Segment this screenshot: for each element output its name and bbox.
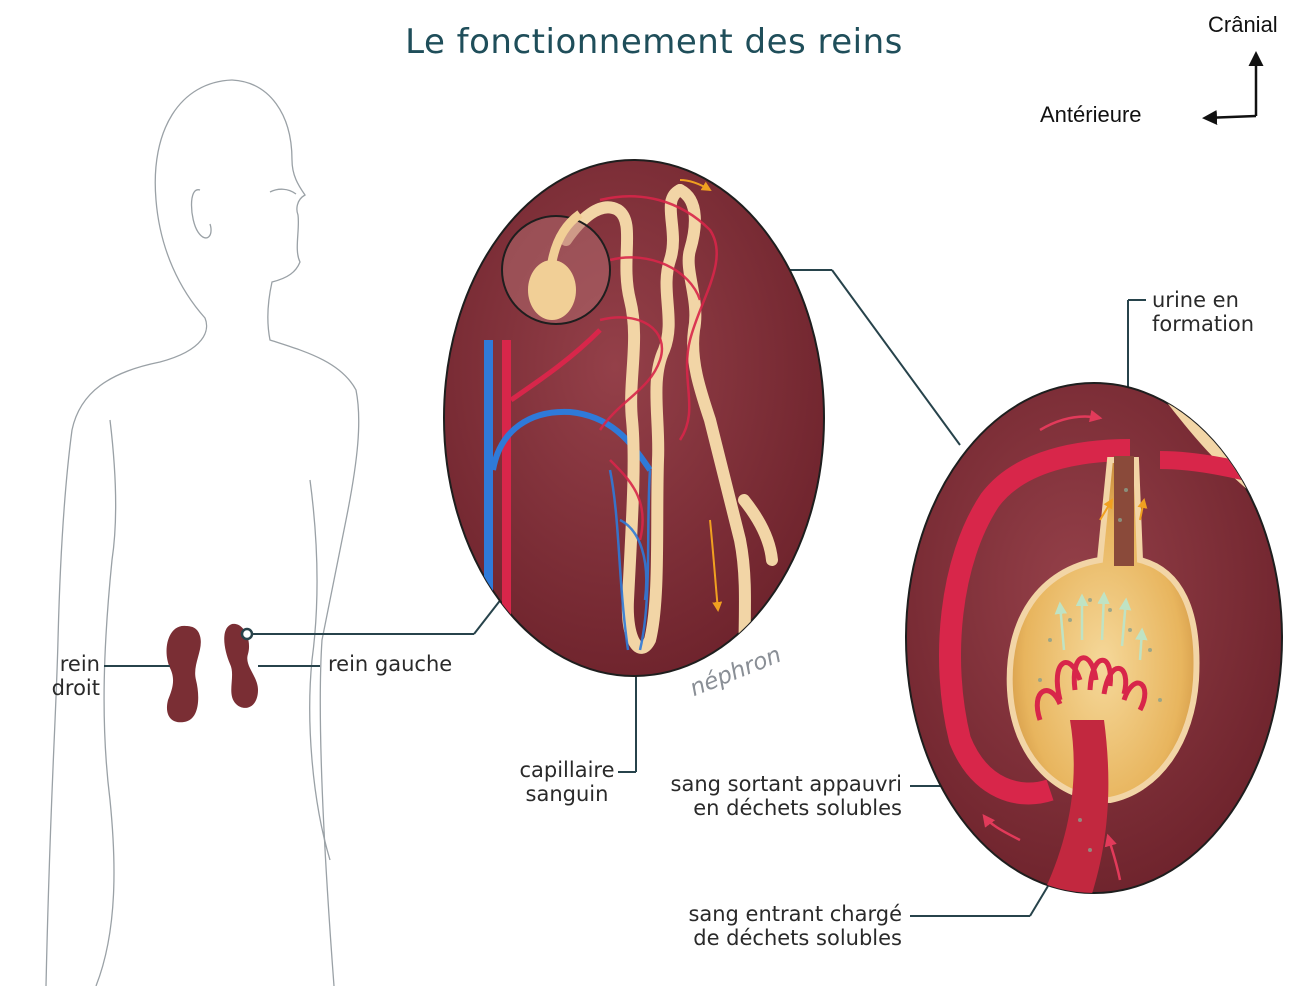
label-sang-sortant-line1: sang sortant appauvri <box>640 772 902 796</box>
label-capillaire-line1: capillaire <box>512 758 622 782</box>
label-rein-gauche: rein gauche <box>328 652 452 676</box>
human-body-outline <box>46 80 359 986</box>
label-urine-line1: urine en <box>1152 288 1254 312</box>
nephron-lens <box>444 160 824 680</box>
kidney-focus-circle <box>242 629 252 639</box>
label-urine-line2: formation <box>1152 312 1254 336</box>
label-sang-sortant-line2: en déchets solubles <box>640 796 902 820</box>
kidneys <box>167 624 258 722</box>
right-kidney <box>167 626 201 722</box>
left-kidney <box>224 624 258 708</box>
label-urine: urine en formation <box>1152 288 1254 336</box>
label-sang-entrant: sang entrant chargé de déchets solubles <box>640 902 902 950</box>
label-sang-entrant-line2: de déchets solubles <box>640 926 902 950</box>
label-sang-sortant: sang sortant appauvri en déchets soluble… <box>640 772 902 820</box>
label-capillaire: capillaire sanguin <box>512 758 622 806</box>
label-sang-entrant-line1: sang entrant chargé <box>640 902 902 926</box>
orientation-arrows <box>1205 54 1256 118</box>
label-rein-droit: rein droit <box>8 652 100 700</box>
label-capillaire-line2: sanguin <box>512 782 622 806</box>
corpuscle-lens <box>906 380 1300 900</box>
